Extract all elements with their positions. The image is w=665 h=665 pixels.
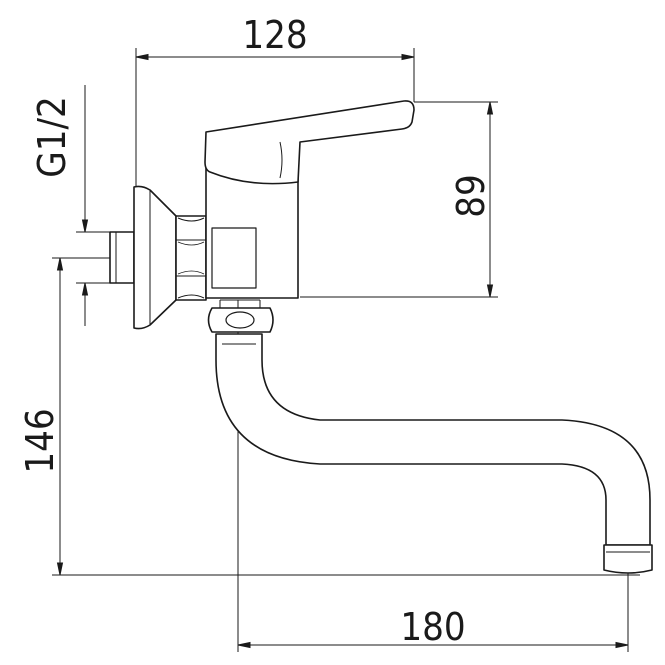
dimension-height-right xyxy=(300,101,498,298)
swivel-nut-center xyxy=(225,311,255,329)
dimension-label-height-right: 89 xyxy=(449,174,493,218)
dimension-thread xyxy=(76,85,110,326)
dimension-label-thread: G1/2 xyxy=(30,96,74,178)
arrowhead-top xyxy=(56,257,64,271)
mixer-body xyxy=(205,167,299,299)
aerator-outline xyxy=(603,544,653,574)
hex-nut xyxy=(175,215,207,301)
center-lines xyxy=(100,257,629,565)
arrowhead-bottom xyxy=(56,562,64,576)
flange-profile xyxy=(133,185,177,330)
nut-curve-1 xyxy=(177,241,205,246)
wall-connector xyxy=(109,231,135,284)
spout-outline xyxy=(215,333,651,546)
swivel-nut xyxy=(207,299,274,333)
body-recess xyxy=(211,227,257,289)
lever-handle xyxy=(204,100,415,185)
dimension-label-width-top: 128 xyxy=(242,13,307,57)
aerator xyxy=(603,544,653,574)
lever-crease xyxy=(279,141,283,179)
arrowhead-top xyxy=(486,101,494,115)
arrowhead-top xyxy=(81,219,89,233)
arrowhead-right xyxy=(615,641,629,649)
arrowhead-right xyxy=(401,53,415,61)
arrowhead-bottom xyxy=(486,284,494,298)
wall-flange xyxy=(133,185,177,330)
spout xyxy=(215,333,651,546)
dimension-width-bottom xyxy=(237,300,629,652)
faucet xyxy=(109,100,653,574)
dimension-height-left xyxy=(52,257,640,576)
arrowhead-left xyxy=(237,641,251,649)
dimension-width-top xyxy=(135,48,415,188)
connector-pipe xyxy=(109,231,135,284)
arrowhead-left xyxy=(135,53,149,61)
nut-body xyxy=(175,215,207,301)
nut-chamfer-top xyxy=(177,217,205,222)
dimension-label-height-left: 146 xyxy=(18,408,62,473)
dimension-label-width-bottom: 180 xyxy=(400,605,465,649)
nut-curve-2 xyxy=(177,270,205,275)
nut-chamfer-bottom xyxy=(177,294,205,299)
arrowhead-bottom xyxy=(81,282,89,296)
lever-outline xyxy=(204,100,415,185)
